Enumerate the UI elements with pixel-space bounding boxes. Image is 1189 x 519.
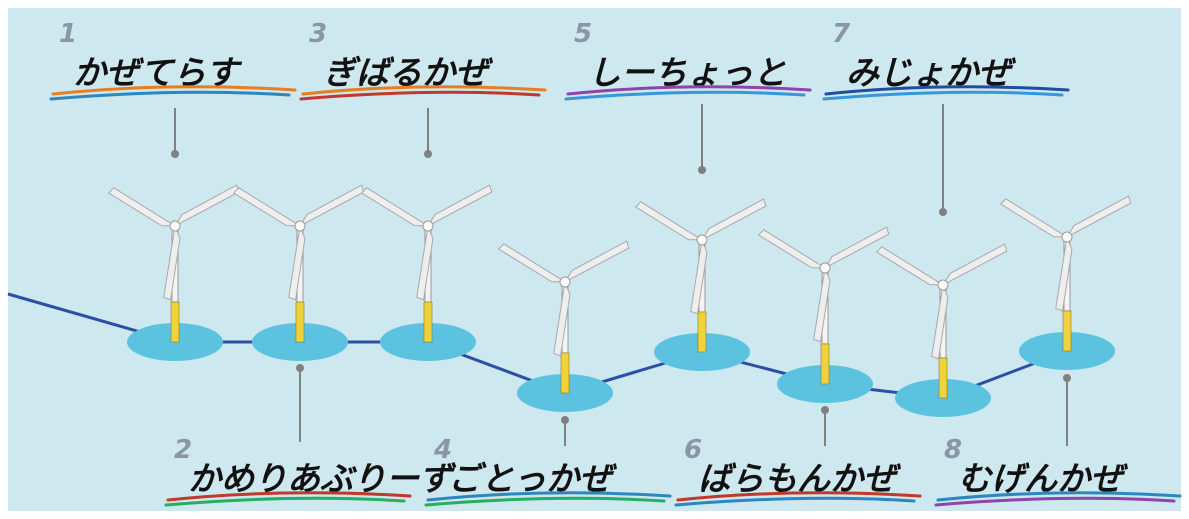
blade [288,224,306,301]
turbine-number: 2 [174,435,192,465]
blade [931,283,949,360]
blade [1065,195,1132,239]
blade [163,224,181,301]
transition-piece [938,357,948,399]
blade [426,184,493,228]
rotor-hub [294,220,306,232]
blade [875,246,945,286]
blade [232,187,302,227]
name-underline [564,90,806,101]
blade [941,243,1008,287]
turbine-number: 4 [433,435,452,465]
name-underline [936,491,1182,502]
name-underline [674,496,916,507]
turbine-7 [875,243,1008,417]
name-underline [166,491,412,502]
blade [700,198,767,242]
turbine-3 [360,184,493,361]
transition-piece [697,311,707,353]
blade [823,226,890,270]
turbine-number: 1 [59,19,77,49]
turbine-number: 3 [309,19,327,49]
blade [634,201,704,241]
pointer-dot [698,166,706,174]
turbine-number: 6 [684,435,702,465]
blade [360,187,430,227]
name-underline [566,85,812,96]
name-underline [49,90,291,101]
name-underline [676,491,922,502]
rotor-hub [819,262,831,274]
blade [497,243,567,283]
rotor-hub [696,234,708,246]
blade [416,224,434,301]
rotor-hub [422,220,434,232]
turbine-8 [999,195,1132,370]
blade [553,280,571,357]
pointer-dot [171,150,179,158]
blade [813,266,831,343]
transition-piece [560,352,570,394]
pointer-dot [424,150,432,158]
turbine-4 [497,240,630,412]
blade [107,187,177,227]
name-underline [426,491,672,502]
blade [1055,235,1073,312]
name-underline [822,90,1064,101]
turbine-6 [757,226,890,403]
rotor-hub [1061,231,1073,243]
pointer-dot [296,364,304,372]
rotor-hub [169,220,181,232]
turbine-2 [232,184,365,361]
pointer-dot [939,208,947,216]
transition-piece [295,301,305,343]
rotor-hub [937,279,949,291]
name-underline [824,85,1070,96]
transition-piece [170,301,180,343]
name-underline [301,85,547,96]
pointer-dot [821,406,829,414]
name-underline [424,496,666,507]
name-underline [51,85,297,96]
turbine-number: 7 [832,19,851,49]
turbine-1 [107,184,240,361]
turbine-number: 8 [944,435,962,465]
pointer-dot [561,416,569,424]
transition-piece [423,301,433,343]
pointer-dot [1063,374,1071,382]
name-underline [164,496,406,507]
transition-piece [820,343,830,385]
blade [563,240,630,284]
blade [173,184,240,228]
blade [757,229,827,269]
transition-piece [1062,310,1072,352]
blade [999,198,1069,238]
rotor-hub [559,276,571,288]
name-underline [299,90,541,101]
turbine-number: 5 [574,19,592,49]
blade [298,184,365,228]
name-underline [934,496,1176,507]
turbine-5 [634,198,767,371]
blade [690,238,708,315]
